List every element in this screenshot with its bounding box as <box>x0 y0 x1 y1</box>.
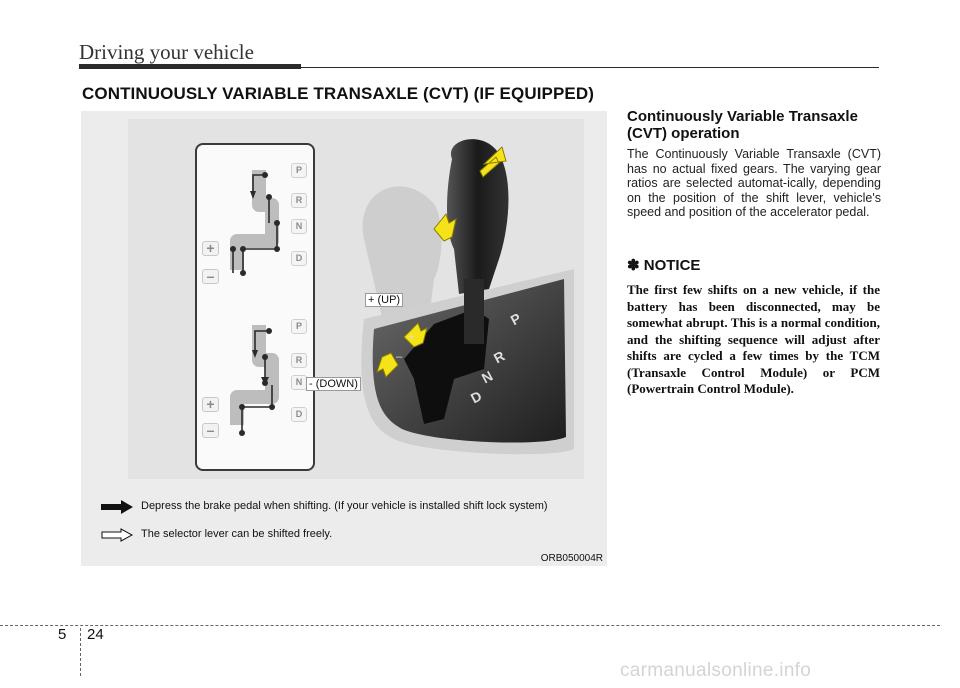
article-heading: Continuously Variable Transaxle (CVT) op… <box>627 108 858 142</box>
watermark: carmanualsonline.info <box>620 660 812 681</box>
article-body: The Continuously Variable Transaxle (CVT… <box>627 147 881 220</box>
console-minus: – <box>396 351 403 363</box>
arrow-down <box>376 352 399 378</box>
callout-up: + (UP) <box>365 293 404 307</box>
arrow-knob-forward <box>433 212 457 242</box>
shift-pattern-box: P R N D + – P R N D + – <box>195 143 315 471</box>
figure-code: ORB050004R <box>540 553 603 564</box>
shift-knob <box>447 139 509 294</box>
shift-shaft <box>464 279 484 344</box>
cvt-figure: P R N D + – P R N D + – <box>81 111 607 566</box>
arrow-up <box>403 322 428 348</box>
gate-label-p-top: P <box>291 163 307 178</box>
gate-label-r-bottom: R <box>291 353 307 368</box>
notice-heading: ✽ NOTICE <box>627 256 700 274</box>
notice-symbol-icon: ✽ <box>627 257 640 274</box>
header-bar <box>79 64 301 69</box>
notice-text: The first few shifts on a new vehicle, i… <box>627 282 880 396</box>
caption-filled-text: Depress the brake pedal when shifting. (… <box>141 500 548 512</box>
section-title: CONTINUOUSLY VARIABLE TRANSAXLE (CVT) (I… <box>82 84 594 103</box>
console-plus: + <box>408 331 415 343</box>
page-number: 24 <box>87 626 104 643</box>
header-title: Driving your vehicle <box>79 40 254 64</box>
plus-sign-top: + <box>202 241 219 256</box>
callout-down: - (DOWN) <box>306 377 361 391</box>
outline-arrow-icon <box>101 528 134 542</box>
chapter-number: 5 <box>58 626 67 643</box>
gate-label-r-top: R <box>291 193 307 208</box>
notice-title: NOTICE <box>643 257 701 274</box>
shift-pattern-diagram <box>230 170 280 436</box>
filled-arrow-icon <box>101 500 133 514</box>
header-rule <box>301 67 879 68</box>
footer-divider <box>80 628 81 676</box>
gate-label-d-bottom: D <box>291 407 307 422</box>
minus-sign-top: – <box>202 269 219 284</box>
arrow-knob-up <box>479 146 507 178</box>
footer-rule <box>0 625 940 626</box>
plus-sign-bottom: + <box>202 397 219 412</box>
gate-label-d-top: D <box>291 251 307 266</box>
shift-lever-illustration <box>361 139 574 455</box>
caption-outline-text: The selector lever can be shifted freely… <box>141 528 333 540</box>
minus-sign-bottom: – <box>202 423 219 438</box>
figure-illustration-panel: P R N D + – P R N D + – <box>128 119 584 479</box>
gate-label-p-bottom: P <box>291 319 307 334</box>
gate-label-n-top: N <box>291 219 307 234</box>
